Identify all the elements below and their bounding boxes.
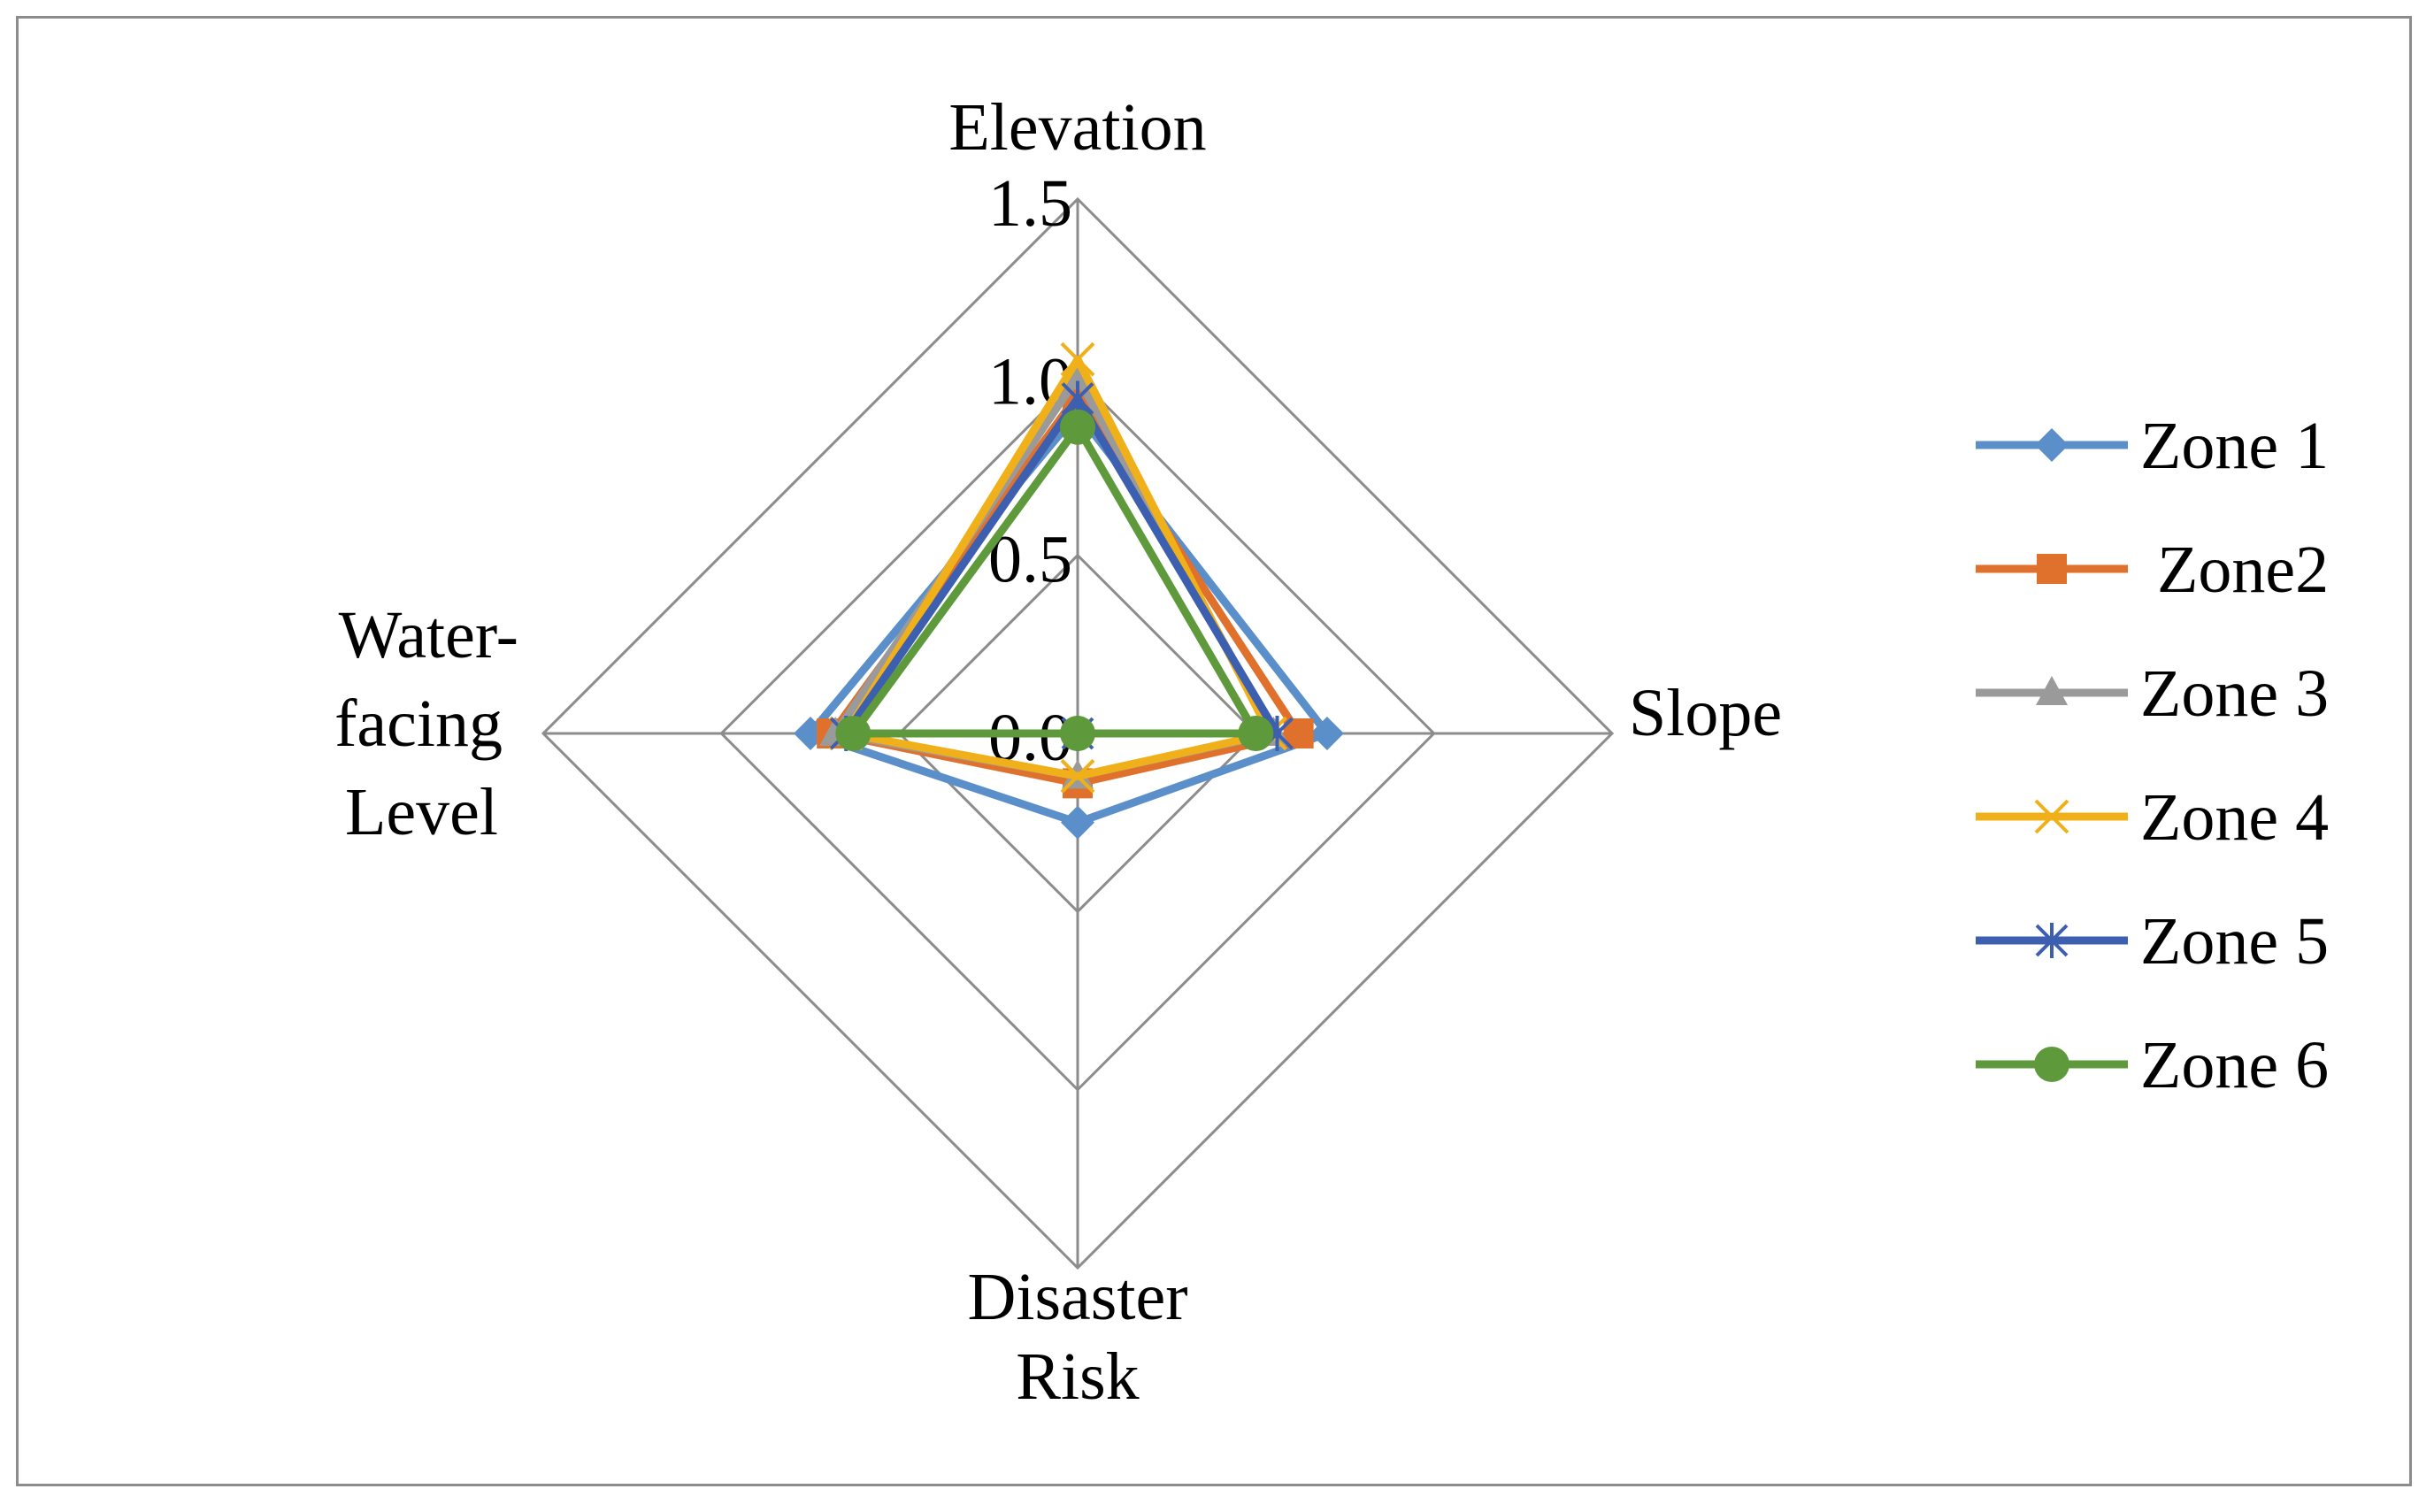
data-point-zone-4-0 xyxy=(1060,342,1095,377)
series-zone-6 xyxy=(835,409,1274,751)
data-point-zone-6-1 xyxy=(1238,716,1274,751)
legend-label-zone2: Zone2 xyxy=(2140,533,2329,607)
legend-item-zone-5: Zone 5 xyxy=(1976,904,2329,979)
axis-label-elevation: Elevation xyxy=(948,90,1206,165)
axis-label-disaster-risk-line-2: Risk xyxy=(1016,1339,1139,1414)
legend-item-zone-4: Zone 4 xyxy=(1976,780,2329,855)
legend-label-zone-4: Zone 4 xyxy=(2140,780,2329,855)
data-point-zone-6-2 xyxy=(1060,716,1095,751)
chart-frame: 0.0 0.5 1.0 1.5 Elevation Slope Disaster… xyxy=(16,16,2412,1486)
series-layer xyxy=(794,342,1344,840)
legend-label-zone-1: Zone 1 xyxy=(2140,409,2329,483)
legend-marker-5 xyxy=(2035,923,2069,958)
data-point-zone-6-0 xyxy=(1060,409,1095,445)
legend-label-zone-5: Zone 5 xyxy=(2140,904,2329,979)
legend-marker-3 xyxy=(2036,676,2068,705)
legend-label-zone-6: Zone 6 xyxy=(2140,1028,2329,1102)
legend-item-zone-3: Zone 3 xyxy=(1976,656,2329,731)
axis-label-water-facing-line-3: Level xyxy=(345,775,498,849)
legend-item-zone2: Zone2 xyxy=(1976,533,2329,607)
data-point-zone-4-2 xyxy=(1060,758,1095,794)
legend-item-zone-1: Zone 1 xyxy=(1976,409,2329,483)
legend-label-zone-3: Zone 3 xyxy=(2140,656,2329,731)
legend-marker-6 xyxy=(2034,1047,2069,1082)
tick-label-3: 1.5 xyxy=(988,166,1072,241)
data-point-zone-1-1 xyxy=(1309,717,1344,750)
legend-marker-2 xyxy=(2037,554,2067,584)
data-point-zone-1-2 xyxy=(1061,805,1094,840)
axis-label-water-facing-line-2: facing xyxy=(334,687,503,761)
axis-label-disaster-risk-line-1: Disaster xyxy=(967,1260,1187,1334)
legend-item-zone-6: Zone 6 xyxy=(1976,1028,2329,1102)
legend-marker-4 xyxy=(2034,799,2069,834)
legend-marker-1 xyxy=(2035,428,2069,462)
radar-chart: 0.0 0.5 1.0 1.5 Elevation Slope Disaster… xyxy=(334,90,2329,1414)
axis-label-slope: Slope xyxy=(1629,676,1782,750)
axis-label-water-facing-line-1: Water- xyxy=(339,598,518,672)
data-point-zone-6-3 xyxy=(835,716,871,751)
axis-labels: Elevation Slope Disaster Risk Water- fac… xyxy=(334,90,1782,1414)
legend: Zone 1 Zone2 Zone 3 Zone 4 Zone 5 Zone 6 xyxy=(1976,409,2329,1102)
